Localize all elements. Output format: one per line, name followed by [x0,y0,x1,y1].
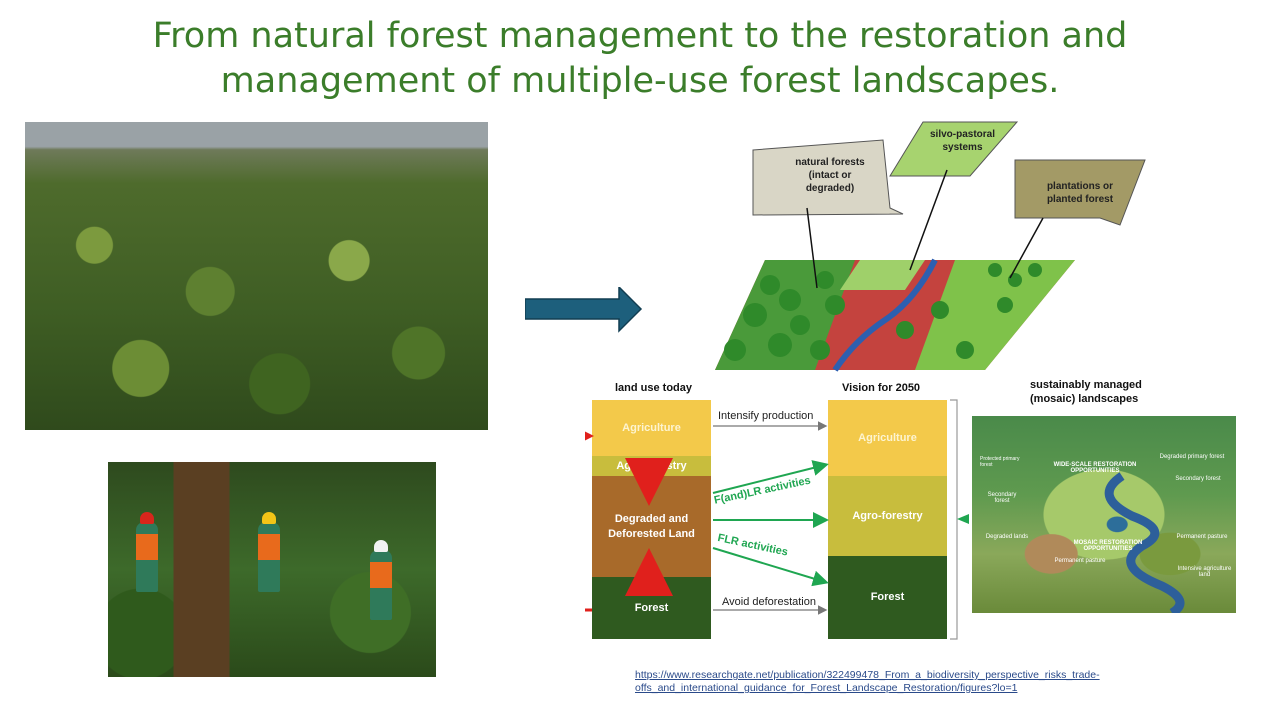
map-label-protected: Protected primary forest [980,456,1020,468]
source-link[interactable]: https://www.researchgate.net/publication… [635,669,1100,694]
avoid-deforestation-label: Avoid deforestation [722,596,816,608]
worker-figure [370,540,392,620]
forest-workers-photo [108,462,436,677]
fandlr-activities-label: F(and)LR activities [713,474,812,507]
map-label-mosaic: MOSAIC RESTORATION OPPORTUNITIES [1073,540,1143,552]
landscape-illustration [715,121,1146,372]
right-forest-block: Forest [828,556,947,639]
right-agriculture-block: Agriculture [828,400,947,476]
plantations-callout: plantations or planted forest [1046,181,1114,205]
map-label-secondary-right: Secondary forest [1175,476,1221,482]
mosaic-landscapes-header: sustainably managed (mosaic) landscapes [1030,379,1142,405]
worker-figure [136,512,158,592]
map-label-secondary-left: Secondary forest [987,492,1017,504]
forest-canopy-photo [25,122,488,430]
river-path [1104,472,1185,613]
silvo-pastoral-callout: silvo-pastoral systems [929,129,996,153]
map-label-permanent-pasture-center: Permanent pasture [1054,558,1106,564]
land-use-today-header: land use today [615,382,693,394]
intensify-production-label: Intensify production [718,410,814,422]
slide-title: From natural forest management to the re… [0,14,1280,104]
map-label-degraded-primary: Degraded primary forest [1159,454,1225,460]
flr-activities-label: FLR activities [716,532,789,559]
right-agroforestry-block: Agro-forestry [828,476,947,556]
restoration-opportunities-map: Protected primary forest Degraded primar… [972,416,1236,613]
title-line-2: management of multiple-use forest landsc… [220,61,1060,101]
title-line-1: From natural forest management to the re… [152,16,1128,56]
left-degraded-block: Degraded and Deforested Land [592,476,711,577]
left-agroforestry-block: Agro-forestry [592,456,711,476]
left-agriculture-block: Agriculture [592,400,711,456]
map-label-permanent-pasture-right: Permanent pasture [1176,534,1228,540]
left-forest-block: Forest [592,577,711,639]
map-pointer-icon [957,514,969,524]
flr-diagram: natural forests (intact or degraded) sil… [585,120,1255,650]
map-label-wide-scale: WIDE-SCALE RESTORATION OPPORTUNITIES [1053,462,1137,474]
map-label-degraded-lands: Degraded lands [985,534,1029,540]
worker-figure [258,512,280,592]
natural-forests-callout: natural forests (intact or degraded) [795,157,865,194]
vision-2050-header: Vision for 2050 [842,382,921,394]
right-arrow-icon [525,287,643,333]
map-label-intensive-agriculture: Intensive agriculture land [1177,566,1232,578]
